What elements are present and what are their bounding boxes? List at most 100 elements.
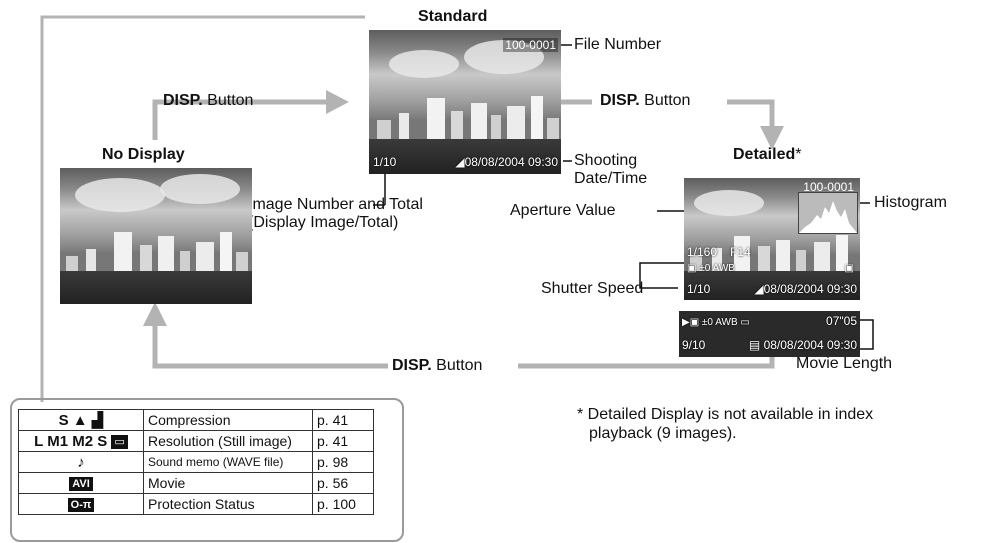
movie-datetime-text: 08/08/2004 09:30	[763, 338, 857, 352]
water	[684, 270, 860, 300]
detailed-screen: 100-0001 1/160 F14 ▣ ±0 AWB ▣ 1/10 ◢08/0…	[684, 178, 860, 300]
arrow-head-to-nodisplay	[143, 302, 167, 326]
legend-desc: Movie	[143, 472, 313, 494]
cloud	[389, 50, 459, 78]
legend-row: S ▲ ▟ Compression p. 41	[18, 409, 374, 431]
cloud	[694, 190, 764, 216]
histogram-graphic	[798, 192, 858, 234]
movie-length-label: Movie Length	[796, 355, 893, 372]
legend-desc: Resolution (Still image)	[143, 430, 313, 452]
shooting-date-label-2: Date/Time	[574, 170, 648, 187]
file-number-label: File Number	[574, 36, 662, 53]
city-skyline	[684, 232, 860, 274]
compression-icons: S ▲ ▟	[18, 409, 144, 431]
disp-arrow-bottom-left	[152, 326, 388, 369]
legend-box	[10, 398, 404, 542]
movie-info-strip: ▶▣ ±0 AWB ▭ 07"05 9/10 ▤ 08/08/2004 09:3…	[679, 311, 860, 357]
legend-row: L M1 M2 S ▭ Resolution (Still image) p. …	[18, 430, 374, 452]
protection-icon-cell: O-π	[18, 493, 144, 515]
image-number-label-2: (Display Image/Total)	[248, 214, 399, 231]
iso-icon: ▣	[687, 263, 700, 274]
metering-icon: ▣	[844, 263, 854, 274]
exposure-text: ±0	[699, 263, 711, 274]
histogram-label: Histogram	[874, 194, 947, 211]
image-count-overlay: 1/10	[373, 155, 397, 169]
movie-length-callout	[860, 319, 874, 350]
shooting-date-label-1: Shooting	[574, 152, 638, 169]
cloud	[75, 178, 165, 212]
shutter-overlay: 1/160	[687, 245, 718, 259]
movie-count-overlay: 9/10	[682, 338, 706, 352]
city-skyline	[369, 93, 561, 143]
legend-row: O-π Protection Status p. 100	[18, 493, 374, 515]
legend-row: ♪ Sound memo (WAVE file) p. 98	[18, 451, 374, 473]
sound-memo-icon: ♪	[18, 451, 144, 473]
disp-bold: DISP.	[392, 357, 432, 374]
legend-page: p. 100	[312, 493, 374, 515]
avi-icon: AVI	[69, 476, 93, 491]
shutter-callout	[639, 262, 695, 289]
legend-page: p. 98	[312, 451, 374, 473]
disp-bold: DISP.	[163, 92, 203, 109]
datetime-overlay: ◢08/08/2004 09:30	[754, 283, 857, 296]
disp-bold: DISP.	[600, 92, 640, 109]
detailed-title-text: Detailed	[733, 146, 796, 163]
aperture-value-label: Aperture Value	[510, 202, 616, 219]
sd-icon: ▭	[740, 317, 750, 328]
legend-table: S ▲ ▟ Compression p. 41 L M1 M2 S ▭ Reso…	[18, 409, 374, 515]
key-icon: O-π	[67, 497, 95, 512]
avi-icon: ▤	[748, 338, 764, 352]
datetime-overlay: ◢08/08/2004 09:30	[455, 156, 558, 169]
no-display-title: No Display	[102, 146, 185, 163]
disp-arrow-nodisplay-to-standard	[152, 99, 292, 140]
arrow-head-to-detailed	[760, 126, 784, 150]
movie-length-overlay: 07"05	[826, 314, 857, 328]
datetime-text: 08/08/2004 09:30	[464, 155, 558, 169]
movie-datetime-overlay: ▤ 08/08/2004 09:30	[749, 339, 857, 352]
shutter-speed-label: Shutter Speed	[541, 280, 644, 297]
button-word: Button	[639, 92, 691, 109]
footnote-line-1: * Detailed Display is not available in i…	[577, 406, 874, 423]
detailed-title: Detailed*	[733, 146, 801, 164]
aperture-overlay: F14	[730, 245, 751, 259]
movie-exposure: ±0	[701, 317, 713, 328]
disp-arrow-standard-to-detailed-2	[727, 99, 775, 128]
standard-title: Standard	[418, 8, 488, 25]
water	[369, 139, 561, 174]
legend-row: AVI Movie p. 56	[18, 472, 374, 494]
cloud	[464, 40, 544, 74]
movie-icon: ▶▣	[682, 317, 702, 328]
compression-icon: ◢	[455, 155, 465, 169]
legend-page: p. 56	[312, 472, 374, 494]
file-number-overlay: 100-0001	[503, 38, 558, 52]
disp-button-label-3: DISP. Button	[392, 357, 482, 375]
outer-loop-line	[40, 15, 365, 402]
arrow-head-to-standard	[326, 90, 349, 114]
button-word: Button	[202, 92, 254, 109]
no-display-screen	[60, 168, 252, 304]
footnote-line-2: playback (9 images).	[589, 425, 737, 442]
resolution-text: L M1 M2 S	[34, 432, 108, 450]
disp-button-label-2: DISP. Button	[600, 92, 690, 110]
legend-page: p. 41	[312, 409, 374, 431]
histogram-svg	[799, 201, 857, 233]
movie-icon-cell: AVI	[18, 472, 144, 494]
image-count-overlay: 1/10	[687, 282, 711, 296]
wb-text: AWB	[712, 263, 735, 274]
water	[60, 271, 252, 304]
movie-top-row: ▶▣ ±0 AWB ▭	[682, 316, 750, 329]
legend-page: p. 41	[312, 430, 374, 452]
legend-desc: Protection Status	[143, 493, 313, 515]
standard-screen: 100-0001 1/10 ◢08/08/2004 09:30	[369, 30, 561, 174]
cloud	[160, 174, 240, 204]
datetime-text: 08/08/2004 09:30	[763, 282, 857, 296]
postcard-icon: ▭	[111, 434, 128, 449]
exposure-row: ▣ ±0 AWB	[687, 262, 735, 275]
button-word: Button	[431, 357, 483, 374]
legend-desc: Sound memo (WAVE file)	[143, 451, 313, 473]
file-number-overlay: 100-0001	[803, 180, 854, 194]
footnote: * Detailed Display is not available in i…	[577, 405, 873, 443]
detailed-asterisk: *	[795, 146, 802, 163]
legend-desc: Compression	[143, 409, 313, 431]
